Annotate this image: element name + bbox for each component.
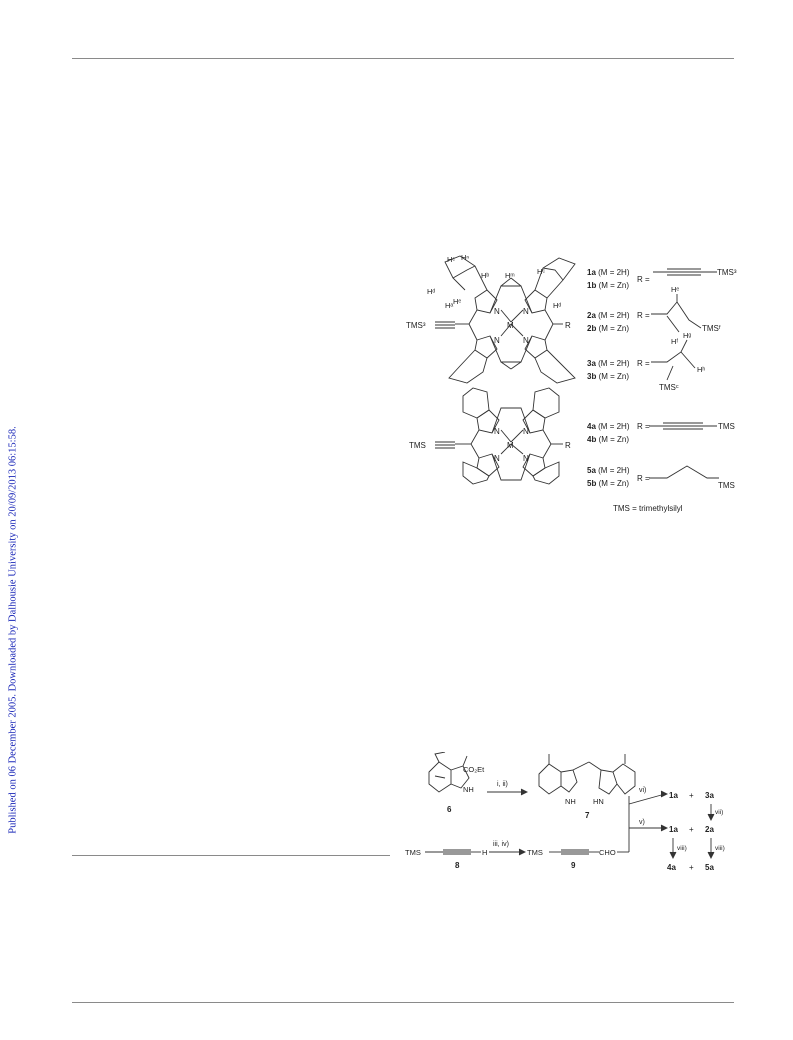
n-label: N (523, 454, 529, 463)
download-banner-text: Published on 06 December 2005. Downloade… (7, 426, 19, 834)
reagent-label: v) (639, 819, 645, 826)
r-group-label: TMSᶜ (659, 383, 679, 392)
h-label: Hᵈ (553, 301, 561, 310)
compound-4b: 4b (M = Zn) (587, 435, 629, 444)
nh-label: NH (463, 785, 474, 794)
compound-2a: 2a (M = 2H) (587, 311, 630, 320)
r-equals-label: R = (637, 422, 650, 431)
reagent-label: iii, iv) (493, 841, 509, 848)
download-banner[interactable]: Published on 06 December 2005. Downloade… (4, 210, 22, 833)
metal-label: M (507, 441, 514, 450)
n-label: N (523, 307, 529, 316)
metal-label: M (507, 321, 514, 330)
h-label: Hᶜ (537, 267, 545, 276)
n-label: N (494, 336, 500, 345)
substituent-label: CO₂Et (463, 765, 485, 774)
r-group-label: TMS (718, 481, 735, 490)
nh-label: NH (565, 797, 576, 806)
h-label: Hᵃ (445, 301, 453, 310)
r-equals-label: R = (637, 474, 650, 483)
product-label: 5a (705, 863, 714, 872)
footnote-rule (72, 855, 390, 856)
product-label: 1a (669, 825, 678, 834)
compound-3a: 3a (M = 2H) (587, 359, 630, 368)
compound-3b: 3b (M = Zn) (587, 372, 629, 381)
reagent-label: viii) (677, 845, 687, 852)
r-group-label: Hᵍ (683, 331, 691, 340)
meso-substituent-label: TMS (409, 441, 426, 450)
tms-definition: TMS = trimethylsilyl (613, 504, 683, 513)
compound-4a: 4a (M = 2H) (587, 422, 630, 431)
atom-label: TMS (405, 848, 421, 857)
compound-1a: 1a (M = 2H) (587, 268, 630, 277)
reagent-label: vii) (715, 809, 723, 816)
reagent-label: viii) (715, 845, 725, 852)
nh-label: HN (593, 797, 604, 806)
plus-sign: + (689, 791, 694, 800)
compound-2b: 2b (M = Zn) (587, 324, 629, 333)
meso-substituent-label: TMS³ (406, 321, 426, 330)
atom-label: H (482, 848, 487, 857)
product-label: 4a (667, 863, 676, 872)
reagent-label: i, ii) (497, 781, 508, 788)
atom-label: CHO (599, 848, 616, 857)
r-group-label: Hᶠ (671, 337, 678, 346)
plus-sign: + (689, 825, 694, 834)
n-label: N (494, 454, 500, 463)
r-equals-label: R = (637, 359, 650, 368)
compound-number: 9 (571, 861, 576, 870)
n-label: N (494, 427, 500, 436)
reagent-label: vi) (639, 787, 646, 794)
meso-substituent-label: R (565, 321, 571, 330)
h-label: Hᵇ (481, 271, 489, 280)
h-label: Hᶜ (447, 255, 455, 264)
compound-number: 6 (447, 805, 452, 814)
compound-number: 8 (455, 861, 460, 870)
r-group-label: TMS³ (717, 268, 737, 277)
h-label: Hᵐ (505, 271, 515, 280)
plus-sign: + (689, 863, 694, 872)
r-group-label: Hᵉ (671, 285, 679, 294)
atom-label: TMS (527, 848, 543, 857)
synthesis-scheme-drawing: CO₂Et NH 6 i, ii) NH HN 7 vi) 1a + 3a vi… (405, 751, 725, 872)
figure-porphyrin-structures: Hᵃ Hᵇ Hᶜ Hᵈ Hᵉ Hⁿ Hᵐ Hᶜ Hᵈ N N N N M TMS… (405, 248, 745, 518)
product-label: 3a (705, 791, 714, 800)
r-equals-label: R = (637, 311, 650, 320)
h-label: Hᵈ (427, 287, 435, 296)
compound-number: 7 (585, 811, 590, 820)
h-label: Hᵉ (453, 297, 461, 306)
r-group-label: Hʰ (697, 365, 705, 374)
product-label: 2a (705, 825, 714, 834)
meso-substituent-label: R (565, 441, 571, 450)
compound-5a: 5a (M = 2H) (587, 466, 630, 475)
h-label: Hⁿ (461, 253, 469, 262)
r-group-label: TMSᶠ (702, 324, 721, 333)
n-label: N (523, 336, 529, 345)
compound-1b: 1b (M = Zn) (587, 281, 629, 290)
r-group-label: TMS (718, 422, 735, 431)
footer-rule (72, 1002, 734, 1003)
r-equals-label: R = (637, 275, 650, 284)
n-label: N (523, 427, 529, 436)
header-rule (72, 58, 734, 59)
product-label: 1a (669, 791, 678, 800)
porphyrin-structures-drawing: Hᵃ Hᵇ Hᶜ Hᵈ Hᵉ Hⁿ Hᵐ Hᶜ Hᵈ N N N N M TMS… (406, 253, 737, 513)
scheme-synthesis: CO₂Et NH 6 i, ii) NH HN 7 vi) 1a + 3a vi… (405, 751, 745, 882)
n-label: N (494, 307, 500, 316)
compound-5b: 5b (M = Zn) (587, 479, 629, 488)
